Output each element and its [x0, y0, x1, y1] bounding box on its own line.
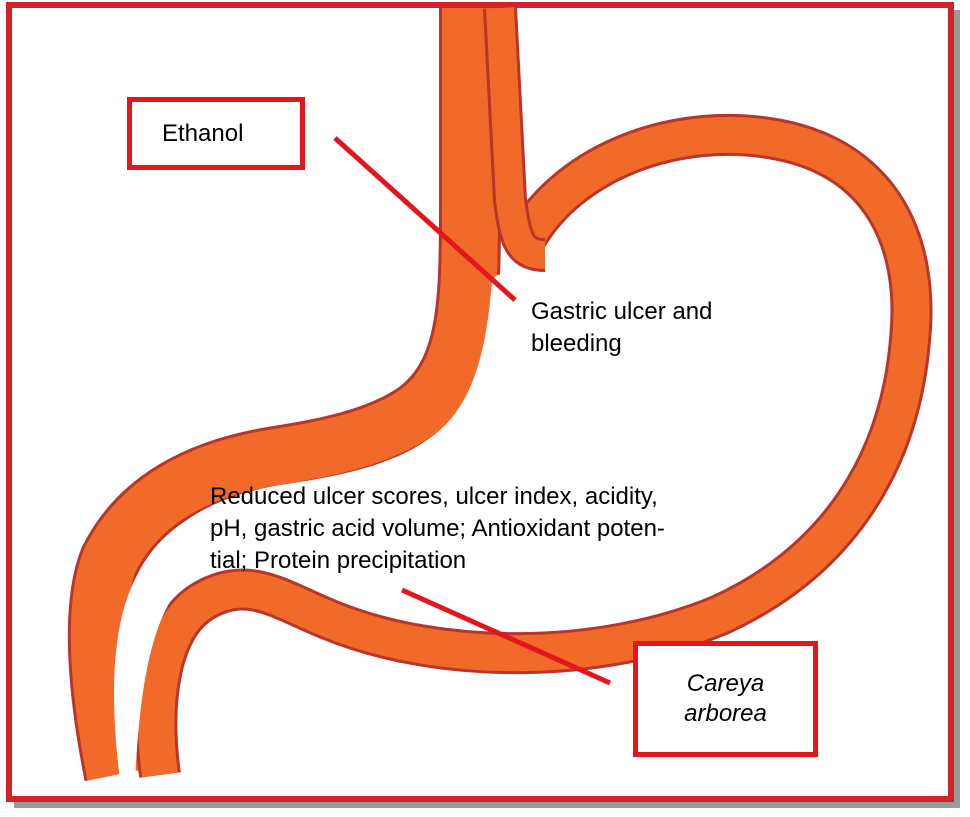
stomach-illustration — [67, 7, 933, 782]
gastric-ulcer-line-1: Gastric ulcer and — [531, 298, 713, 325]
gastric-ulcer-text: Gastric ulcer and bleeding — [531, 296, 781, 360]
ethanol-label: Ethanol — [162, 119, 244, 147]
careya-label-line-2: arborea — [684, 700, 767, 727]
gastric-ulcer-line-2: bleeding — [531, 330, 622, 357]
stomach-lumen — [114, 168, 882, 780]
careya-label-line-1: Careya — [686, 670, 765, 697]
stomach-greater-curvature — [138, 116, 930, 778]
effects-text: Reduced ulcer scores, ulcer index, acidi… — [210, 481, 770, 577]
ethanol-label-box: Ethanol — [127, 97, 305, 170]
stomach-wall — [70, 8, 498, 781]
effects-line-1: Reduced ulcer scores, ulcer index, acidi… — [210, 483, 658, 510]
effects-line-2: pH, gastric acid volume; Antioxidant pot… — [210, 515, 665, 542]
esophagus-wall — [486, 7, 546, 269]
careya-arborea-label-box: Careya arborea — [633, 641, 818, 757]
connector-line-careya — [400, 587, 612, 686]
effects-line-3: tial; Protein precipitation — [210, 547, 467, 574]
connector-line-ethanol — [333, 136, 517, 302]
